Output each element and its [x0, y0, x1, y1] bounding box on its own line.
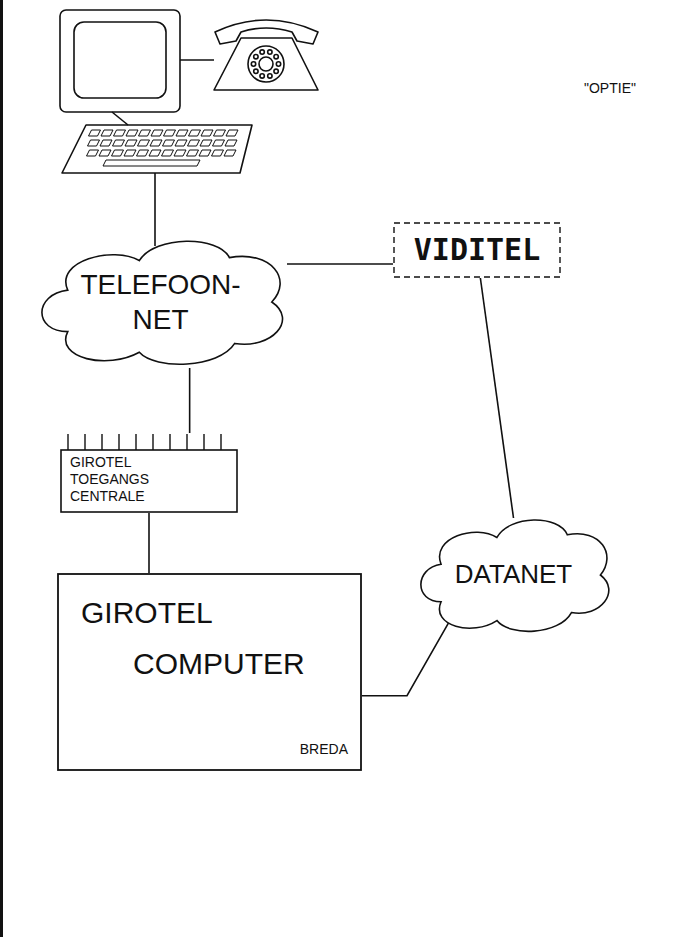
- keyboard-key: [101, 130, 113, 136]
- cloud-outline: [28, 228, 293, 376]
- line-pin: [84, 434, 85, 450]
- connector-line: [287, 263, 393, 265]
- keyboard-key: [214, 130, 226, 136]
- node-content: VIDITEL: [393, 222, 561, 278]
- monitor-screen: [74, 22, 166, 98]
- network-cloud: TELEFOON- NET: [28, 228, 293, 376]
- line-pin: [152, 434, 153, 450]
- keyboard-key: [149, 150, 161, 156]
- terminal-line: [154, 173, 156, 246]
- connector-line: [189, 368, 191, 433]
- keyboard-key: [164, 130, 176, 136]
- node-content: GIROTEL COMPUTER BREDA: [57, 573, 362, 771]
- node-title: VIDITEL: [414, 232, 540, 268]
- dial-hole: [274, 69, 278, 73]
- telephone-dial-center: [259, 57, 273, 71]
- box-outline: [61, 450, 237, 512]
- keyboard-key: [213, 140, 225, 146]
- telephone-base: [214, 38, 318, 90]
- node-title: GIROTEL COMPUTER: [71, 587, 305, 689]
- line-pin: [67, 434, 68, 450]
- node-content: GIROTEL TOEGANGS CENTRALE: [60, 433, 238, 513]
- keyboard-key: [89, 130, 101, 136]
- telephone-dial-holes: [251, 50, 280, 78]
- line-pin: [220, 434, 221, 450]
- line-pin: [101, 434, 102, 450]
- keyboard-key: [137, 150, 149, 156]
- keyboard-key: [176, 130, 188, 136]
- dial-hole: [254, 69, 258, 73]
- keyboard-key: [100, 140, 112, 146]
- keyboard-key: [189, 130, 201, 136]
- access-exchange-box: GIROTEL TOEGANGS CENTRALE: [60, 433, 238, 513]
- keyboard-key: [188, 140, 200, 146]
- keyboard-wire: [112, 112, 128, 125]
- keyboard-key: [125, 140, 137, 146]
- keyboard-key: [201, 130, 213, 136]
- cloud-outline: [421, 520, 609, 631]
- node-content: DATANET: [410, 508, 617, 642]
- keyboard-key: [174, 150, 186, 156]
- dial-hole: [268, 50, 272, 54]
- node-content: TELEFOON- NET: [28, 228, 293, 376]
- box-outline: [58, 574, 361, 770]
- keyboard-key: [126, 130, 138, 136]
- optional-service-box: VIDITEL: [393, 222, 561, 278]
- connector-line: [480, 278, 513, 518]
- keyboard-key: [87, 150, 99, 156]
- keyboard-key: [187, 150, 199, 156]
- keyboard-key: [112, 150, 124, 156]
- keyboard-key: [212, 150, 224, 156]
- dial-hole: [274, 54, 278, 58]
- option-note: "OPTIE": [584, 80, 636, 96]
- telephone-dial: [248, 46, 284, 82]
- connector-line: [148, 513, 150, 573]
- keyboard-key: [226, 130, 238, 136]
- keyboard-key: [88, 140, 100, 146]
- line-pin: [186, 434, 187, 450]
- keyboard-key: [150, 140, 162, 146]
- keyboard-key: [139, 130, 151, 136]
- computer-box: GIROTEL COMPUTER BREDA: [57, 573, 362, 771]
- phone-wire: [180, 59, 214, 61]
- line-pin: [203, 434, 204, 450]
- node-title: GIROTEL TOEGANGS CENTRALE: [70, 454, 149, 504]
- dial-hole: [254, 54, 258, 58]
- keyboard-key: [175, 140, 187, 146]
- keyboard-key: [124, 150, 136, 156]
- dial-hole: [276, 62, 280, 66]
- keyboard-key: [199, 150, 211, 156]
- keyboard-outline: [62, 125, 252, 173]
- dial-hole: [260, 50, 264, 54]
- dashed-outline: [394, 223, 560, 277]
- network-cloud: DATANET: [410, 508, 617, 642]
- node-title: DATANET: [455, 559, 572, 590]
- keyboard-key: [138, 140, 150, 146]
- keyboard-key: [113, 140, 125, 146]
- cloud-outline: [42, 241, 283, 364]
- keyboard-key: [162, 150, 174, 156]
- keyboard-key: [99, 150, 111, 156]
- dial-hole: [268, 74, 272, 78]
- keyboard-key: [151, 130, 163, 136]
- keyboard-key: [114, 130, 126, 136]
- location-note: BREDA: [300, 741, 348, 757]
- line-pin: [135, 434, 136, 450]
- line-pin: [118, 434, 119, 450]
- keyboard-key: [225, 140, 237, 146]
- connector-line: [362, 618, 451, 696]
- node-title: TELEFOON- NET: [80, 267, 240, 337]
- keyboard-key: [200, 140, 212, 146]
- dial-hole: [260, 74, 264, 78]
- monitor-casing: [60, 10, 180, 112]
- dial-hole: [251, 62, 255, 66]
- keyboard-keys: [87, 130, 239, 166]
- keyboard-key: [163, 140, 175, 146]
- line-pin: [169, 434, 170, 450]
- keyboard-key: [103, 160, 200, 166]
- keyboard-key: [224, 150, 236, 156]
